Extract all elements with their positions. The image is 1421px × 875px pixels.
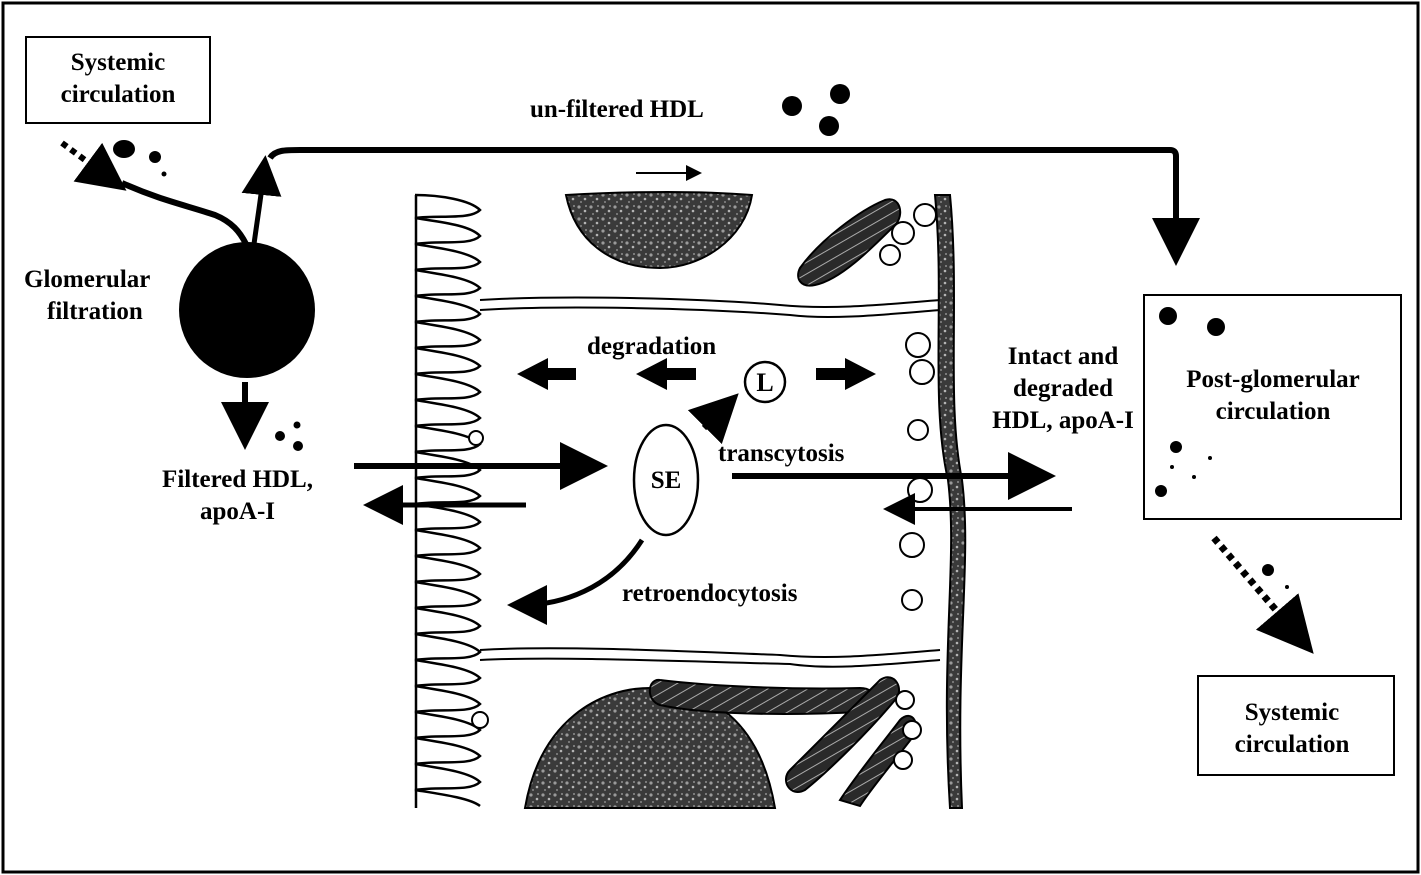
unfiltered-hdl-label: un-filtered HDL xyxy=(530,94,704,126)
hdl-particle xyxy=(819,116,839,136)
systemic-circulation-top-label: Systemic circulation xyxy=(30,47,206,111)
retroendocytosis-label: retroendocytosis xyxy=(622,578,797,610)
glomerulus xyxy=(179,242,315,378)
hdl-particle xyxy=(149,151,161,163)
brush-border xyxy=(415,195,480,808)
hdl-particle xyxy=(293,441,303,451)
intact-degraded-label: Intact and degraded HDL, apoA-I xyxy=(968,341,1158,437)
se-to-lysosome-arrow xyxy=(704,406,726,428)
hdl-particle xyxy=(1262,564,1274,576)
lysosome-label: L xyxy=(752,366,778,399)
afferent-arteriole xyxy=(122,183,246,244)
efferent-arteriole xyxy=(254,170,264,244)
glomerular-filtration-label: Glomerular filtration xyxy=(24,264,184,328)
basolateral-membrane xyxy=(935,195,965,808)
hdl-particle xyxy=(275,431,285,441)
post-glomerular-label: Post-glomerular circulation xyxy=(1148,364,1398,428)
systemic-circulation-bottom-label: Systemic circulation xyxy=(1202,697,1382,761)
hdl-particle xyxy=(782,96,802,116)
afferent-inflow-arrow xyxy=(62,143,112,180)
hdl-particle xyxy=(162,172,167,177)
filtered-hdl-label: Filtered HDL, apoA-I xyxy=(140,464,335,528)
hdl-particle xyxy=(830,84,850,104)
degradation-label: degradation xyxy=(587,331,716,363)
transcytosis-label: transcytosis xyxy=(718,438,844,470)
hdl-particle xyxy=(113,140,135,158)
hdl-particle xyxy=(1285,585,1289,589)
nucleus-top xyxy=(566,192,752,268)
sorting-endosome-label: SE xyxy=(640,465,692,497)
hdl-particle xyxy=(294,422,301,429)
